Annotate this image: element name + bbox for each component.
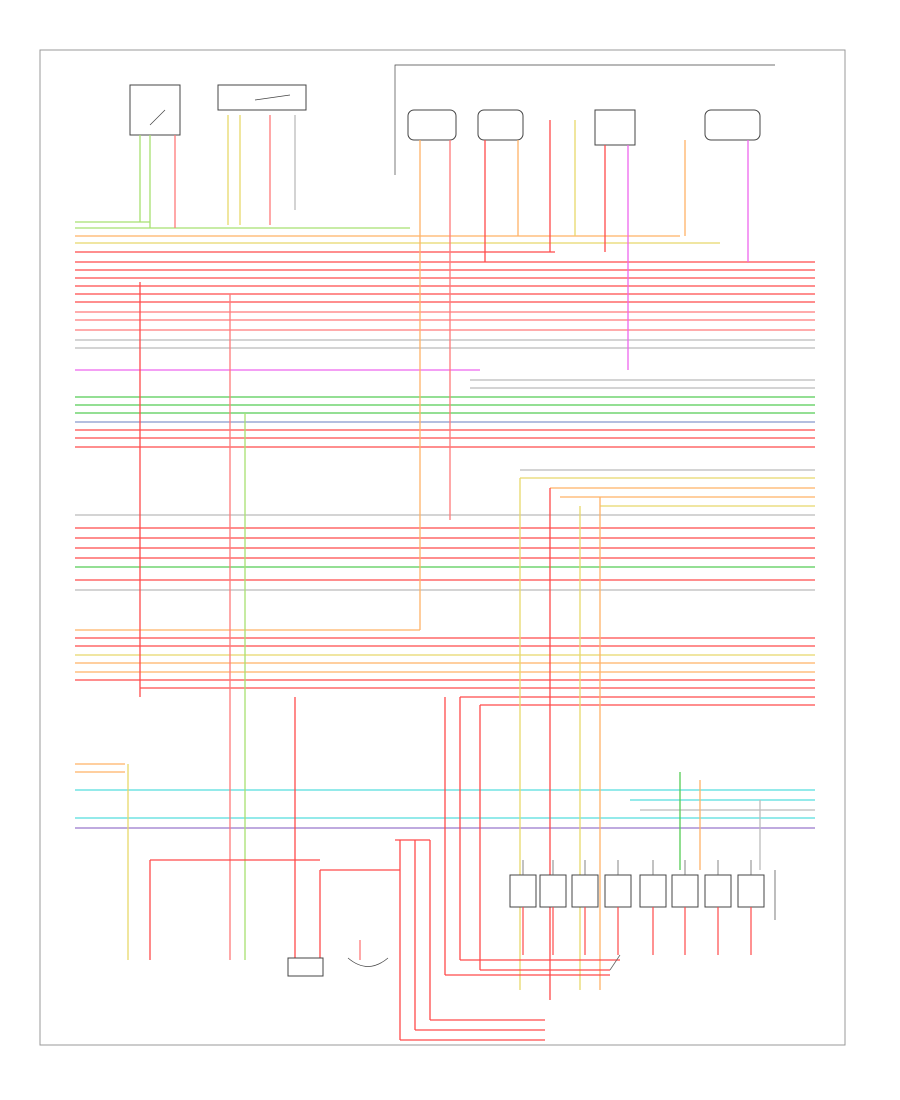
sensor-box-1: [407, 109, 457, 141]
top-left-switch-group: [129, 84, 307, 136]
sensor-box-2: [477, 109, 524, 141]
fuse-relay-block: [509, 860, 776, 971]
vertical-wires: [127, 115, 761, 1041]
bottom-sensor-4: [347, 957, 389, 967]
relay-6: [671, 874, 699, 908]
relay-1: [509, 874, 537, 908]
top-right-component-group: [394, 64, 775, 175]
wire-bundle: [75, 221, 815, 829]
relay-common-wire: [609, 954, 621, 971]
bottom-components: [287, 957, 389, 977]
diagram-frame: [39, 49, 846, 1046]
switch-box-2: [217, 84, 307, 111]
sensor-box-3: [594, 109, 636, 146]
sensor-box-4: [704, 109, 761, 141]
bottom-connector-3: [287, 957, 324, 977]
relay-4: [604, 874, 632, 908]
relay-2: [539, 874, 567, 908]
switch-box-1: [129, 84, 181, 136]
relay-8: [737, 874, 765, 908]
relay-7: [704, 874, 732, 908]
relay-5: [639, 874, 667, 908]
relay-3: [571, 874, 599, 908]
